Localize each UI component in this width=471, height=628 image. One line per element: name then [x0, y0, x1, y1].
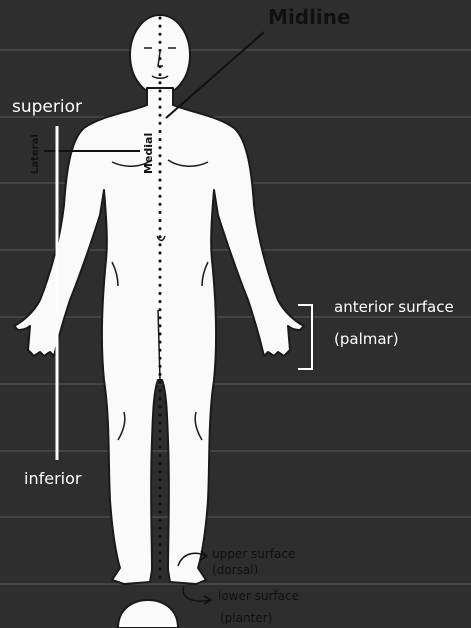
lower-surface-label: lower surface	[218, 589, 299, 603]
upper-surface-label: upper surface	[212, 547, 295, 561]
midline-label: Midline	[268, 5, 351, 29]
dorsal-label: (dorsal)	[212, 563, 258, 577]
next-figure-head	[118, 600, 178, 628]
inferior-label: inferior	[24, 469, 82, 488]
plantar-label: (planter)	[220, 611, 272, 625]
anterior-surface-label: anterior surface	[334, 298, 454, 316]
palmar-label: (palmar)	[334, 330, 399, 348]
superior-label: superior	[12, 97, 82, 117]
plantar-arrow	[183, 586, 210, 601]
medial-label: Medial	[142, 133, 155, 174]
palmar-bracket	[298, 305, 312, 369]
lateral-label: Lateral	[30, 134, 41, 174]
